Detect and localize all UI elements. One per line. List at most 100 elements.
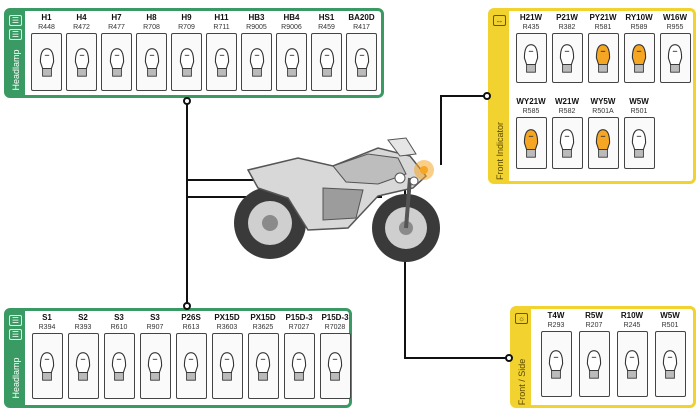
bulb-code: PX15D [250,313,276,322]
bulb-ref: R581 [594,24,612,31]
bulb-image-box [623,33,655,83]
bulb-code: H7 [111,13,122,22]
bulb-icon [39,48,54,77]
bulb-icon [662,350,678,379]
bulb-icon [111,352,127,381]
bulb-icon [39,352,55,381]
connector-dot [183,302,191,310]
bulb-icon [595,44,611,73]
bulb-image-box [515,33,547,83]
bulb-cell: RY10W R589 [621,13,657,83]
bulb-image-box [659,33,691,83]
bulb-code: P26S [181,313,201,322]
bulb-cell: PX15D R3625 [245,313,281,399]
side-light-icon: ☼ [515,313,528,324]
bulb-code: WY21W [516,97,546,106]
bulb-icon [586,350,602,379]
bulb-image-box [103,333,135,399]
bulb-code: R5W [585,311,603,320]
panel-label: Headlamp [11,357,21,399]
bulb-image-box [346,33,377,91]
bulb-ref: R459 [318,24,335,31]
bulb-image-box [136,33,167,91]
bulb-image-box [551,117,583,169]
bulb-icon [548,350,564,379]
bulb-ref: R417 [353,24,370,31]
panel-side-bar: ☼ Front / Side [513,309,531,405]
bulb-ref: R393 [74,324,92,331]
bulb-ref: R472 [73,24,90,31]
bulb-ref: R955 [666,24,684,31]
bulb-icon [179,48,194,77]
bulb-image-box [247,333,279,399]
connector-dot [505,354,513,362]
connector-top-right-v [440,95,442,165]
bulb-icon [631,44,647,73]
bulb-image-box [66,33,97,91]
bulb-ref: R477 [108,24,125,31]
bulb-icon [559,44,575,73]
bulb-icon [523,129,539,158]
panel-label: Front Indicator [495,121,505,181]
bulb-ref: R245 [623,322,641,329]
bulb-image-box [283,333,315,399]
bulb-code: HB3 [248,13,265,22]
bulb-ref: R207 [585,322,603,329]
bulb-ref: R9005 [246,24,267,31]
bulb-ref: R610 [110,324,128,331]
bulb-code: S1 [42,313,52,322]
bulb-ref: R501 [661,322,679,329]
bulb-image-box [67,333,99,399]
bulb-icon [559,129,575,158]
connector-dot [183,97,191,105]
bulb-code: W21W [555,97,579,106]
bulb-ref: R3625 [252,324,274,331]
bulb-image-box [515,117,547,169]
bulb-code: RY10W [625,13,653,22]
bulb-image-box [276,33,307,91]
bulb-code: WY5W [590,97,616,106]
bulb-icon [354,48,369,77]
bulb-ref: R582 [558,108,576,115]
bulb-ref: R382 [558,24,576,31]
bulb-ref: R501 [630,108,648,115]
connector-bottom-right-h [404,357,512,359]
bulb-code: H11 [214,13,229,22]
bulb-image-box [319,333,351,399]
connector-bottom-right-v [404,190,406,358]
bulb-ref: R293 [547,322,565,329]
bulb-icon [219,352,235,381]
connector-top-left [186,101,188,306]
bulb-icon [75,352,91,381]
bulb-icon [667,44,683,73]
bulb-image-box [211,333,243,399]
bulb-ref: R589 [630,24,648,31]
bulb-icon [284,48,299,77]
bulb-ref: R709 [178,24,195,31]
bulb-code: H4 [76,13,87,22]
headlamp-icon: ☰ [9,29,22,40]
headlamp-icon: ☰ [9,329,22,340]
bulb-icon [214,48,229,77]
